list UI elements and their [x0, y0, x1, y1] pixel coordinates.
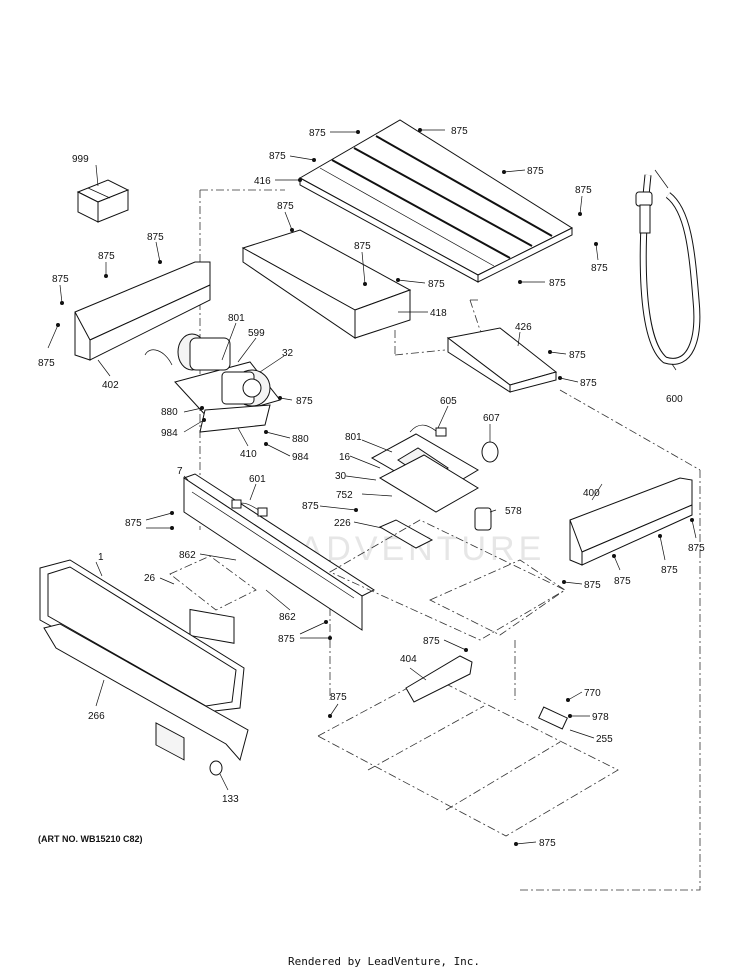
- label-875: 875: [302, 501, 319, 512]
- callout-labels: 999 875 875 875 875 402 875 875 875 875 …: [38, 126, 705, 849]
- knob-133[interactable]: [209, 760, 223, 776]
- bracket-404[interactable]: [405, 655, 473, 703]
- right-rear-bracket[interactable]: [446, 327, 558, 393]
- label-984: 984: [292, 452, 309, 463]
- label-875: 875: [423, 636, 440, 647]
- label-578: 578: [505, 506, 522, 517]
- label-404: 404: [400, 654, 417, 665]
- label-875: 875: [278, 634, 295, 645]
- label-875: 875: [591, 263, 608, 274]
- fan-mount-bracket[interactable]: [199, 404, 271, 433]
- label-880: 880: [161, 407, 178, 418]
- chassis-shelf: [329, 519, 566, 641]
- wire-harness-601[interactable]: [231, 499, 268, 517]
- label-978: 978: [592, 712, 609, 723]
- label-875: 875: [296, 396, 313, 407]
- screw-markers: [56, 128, 694, 846]
- terminal-block-255[interactable]: [538, 706, 568, 730]
- label-875: 875: [661, 565, 678, 576]
- hose-assembly[interactable]: [635, 169, 701, 365]
- left-side-bracket[interactable]: [74, 261, 211, 361]
- label-752: 752: [336, 490, 353, 501]
- label-226: 226: [334, 518, 351, 529]
- label-7: 7: [177, 466, 183, 477]
- label-875: 875: [539, 838, 556, 849]
- label-875: 875: [125, 518, 142, 529]
- lower-trim-strip[interactable]: [43, 623, 249, 762]
- label-255: 255: [596, 734, 613, 745]
- label-416: 416: [254, 176, 271, 187]
- label-875: 875: [38, 358, 55, 369]
- top-cover[interactable]: [298, 119, 574, 283]
- label-605: 605: [440, 396, 457, 407]
- label-133: 133: [222, 794, 239, 805]
- footer-credit: Rendered by LeadVenture, Inc.: [288, 955, 480, 968]
- label-875: 875: [277, 201, 294, 212]
- leader-lines: [47, 129, 697, 845]
- label-601: 601: [249, 474, 266, 485]
- label-770: 770: [584, 688, 601, 699]
- label-875: 875: [614, 576, 631, 587]
- label-16: 16: [339, 452, 351, 463]
- label-880: 880: [292, 434, 309, 445]
- label-600: 600: [666, 394, 683, 405]
- label-875: 875: [584, 580, 601, 591]
- wire-harness-605[interactable]: [409, 424, 447, 437]
- label-1: 1: [98, 552, 104, 563]
- label-266: 266: [88, 711, 105, 722]
- art-number: (ART NO. WB15210 C82): [38, 834, 143, 844]
- label-875: 875: [428, 279, 445, 290]
- main-control-board[interactable]: [370, 433, 479, 513]
- sensor-578[interactable]: [474, 507, 492, 531]
- keypad-assembly[interactable]: [169, 555, 257, 644]
- bottom-tray: [317, 675, 619, 837]
- label-599: 599: [248, 328, 265, 339]
- label-426: 426: [515, 322, 532, 333]
- label-875: 875: [580, 378, 597, 389]
- label-875: 875: [451, 126, 468, 137]
- right-side-panel[interactable]: [569, 477, 693, 566]
- label-875: 875: [52, 274, 69, 285]
- label-875: 875: [527, 166, 544, 177]
- label-875: 875: [549, 278, 566, 289]
- label-801: 801: [228, 313, 245, 324]
- label-875: 875: [330, 692, 347, 703]
- label-999: 999: [72, 154, 89, 165]
- label-32: 32: [282, 348, 294, 359]
- label-862: 862: [279, 612, 296, 623]
- label-26: 26: [144, 573, 156, 584]
- label-862: 862: [179, 550, 196, 561]
- capacitor-607[interactable]: [481, 441, 499, 463]
- control-panel-facia[interactable]: [39, 559, 245, 761]
- label-418: 418: [430, 308, 447, 319]
- label-402: 402: [102, 380, 119, 391]
- label-400: 400: [583, 488, 600, 499]
- label-875: 875: [309, 128, 326, 139]
- touch-bezel-226[interactable]: [378, 519, 434, 549]
- label-30: 30: [335, 471, 347, 482]
- label-801: 801: [345, 432, 362, 443]
- label-875: 875: [269, 151, 286, 162]
- rear-shelf-panel[interactable]: [241, 229, 412, 339]
- carton-box[interactable]: [76, 179, 130, 223]
- label-875: 875: [98, 251, 115, 262]
- label-875: 875: [354, 241, 371, 252]
- label-875: 875: [575, 185, 592, 196]
- label-984: 984: [161, 428, 178, 439]
- label-875: 875: [569, 350, 586, 361]
- label-875: 875: [688, 543, 705, 554]
- label-410: 410: [240, 449, 257, 460]
- label-607: 607: [483, 413, 500, 424]
- label-875: 875: [147, 232, 164, 243]
